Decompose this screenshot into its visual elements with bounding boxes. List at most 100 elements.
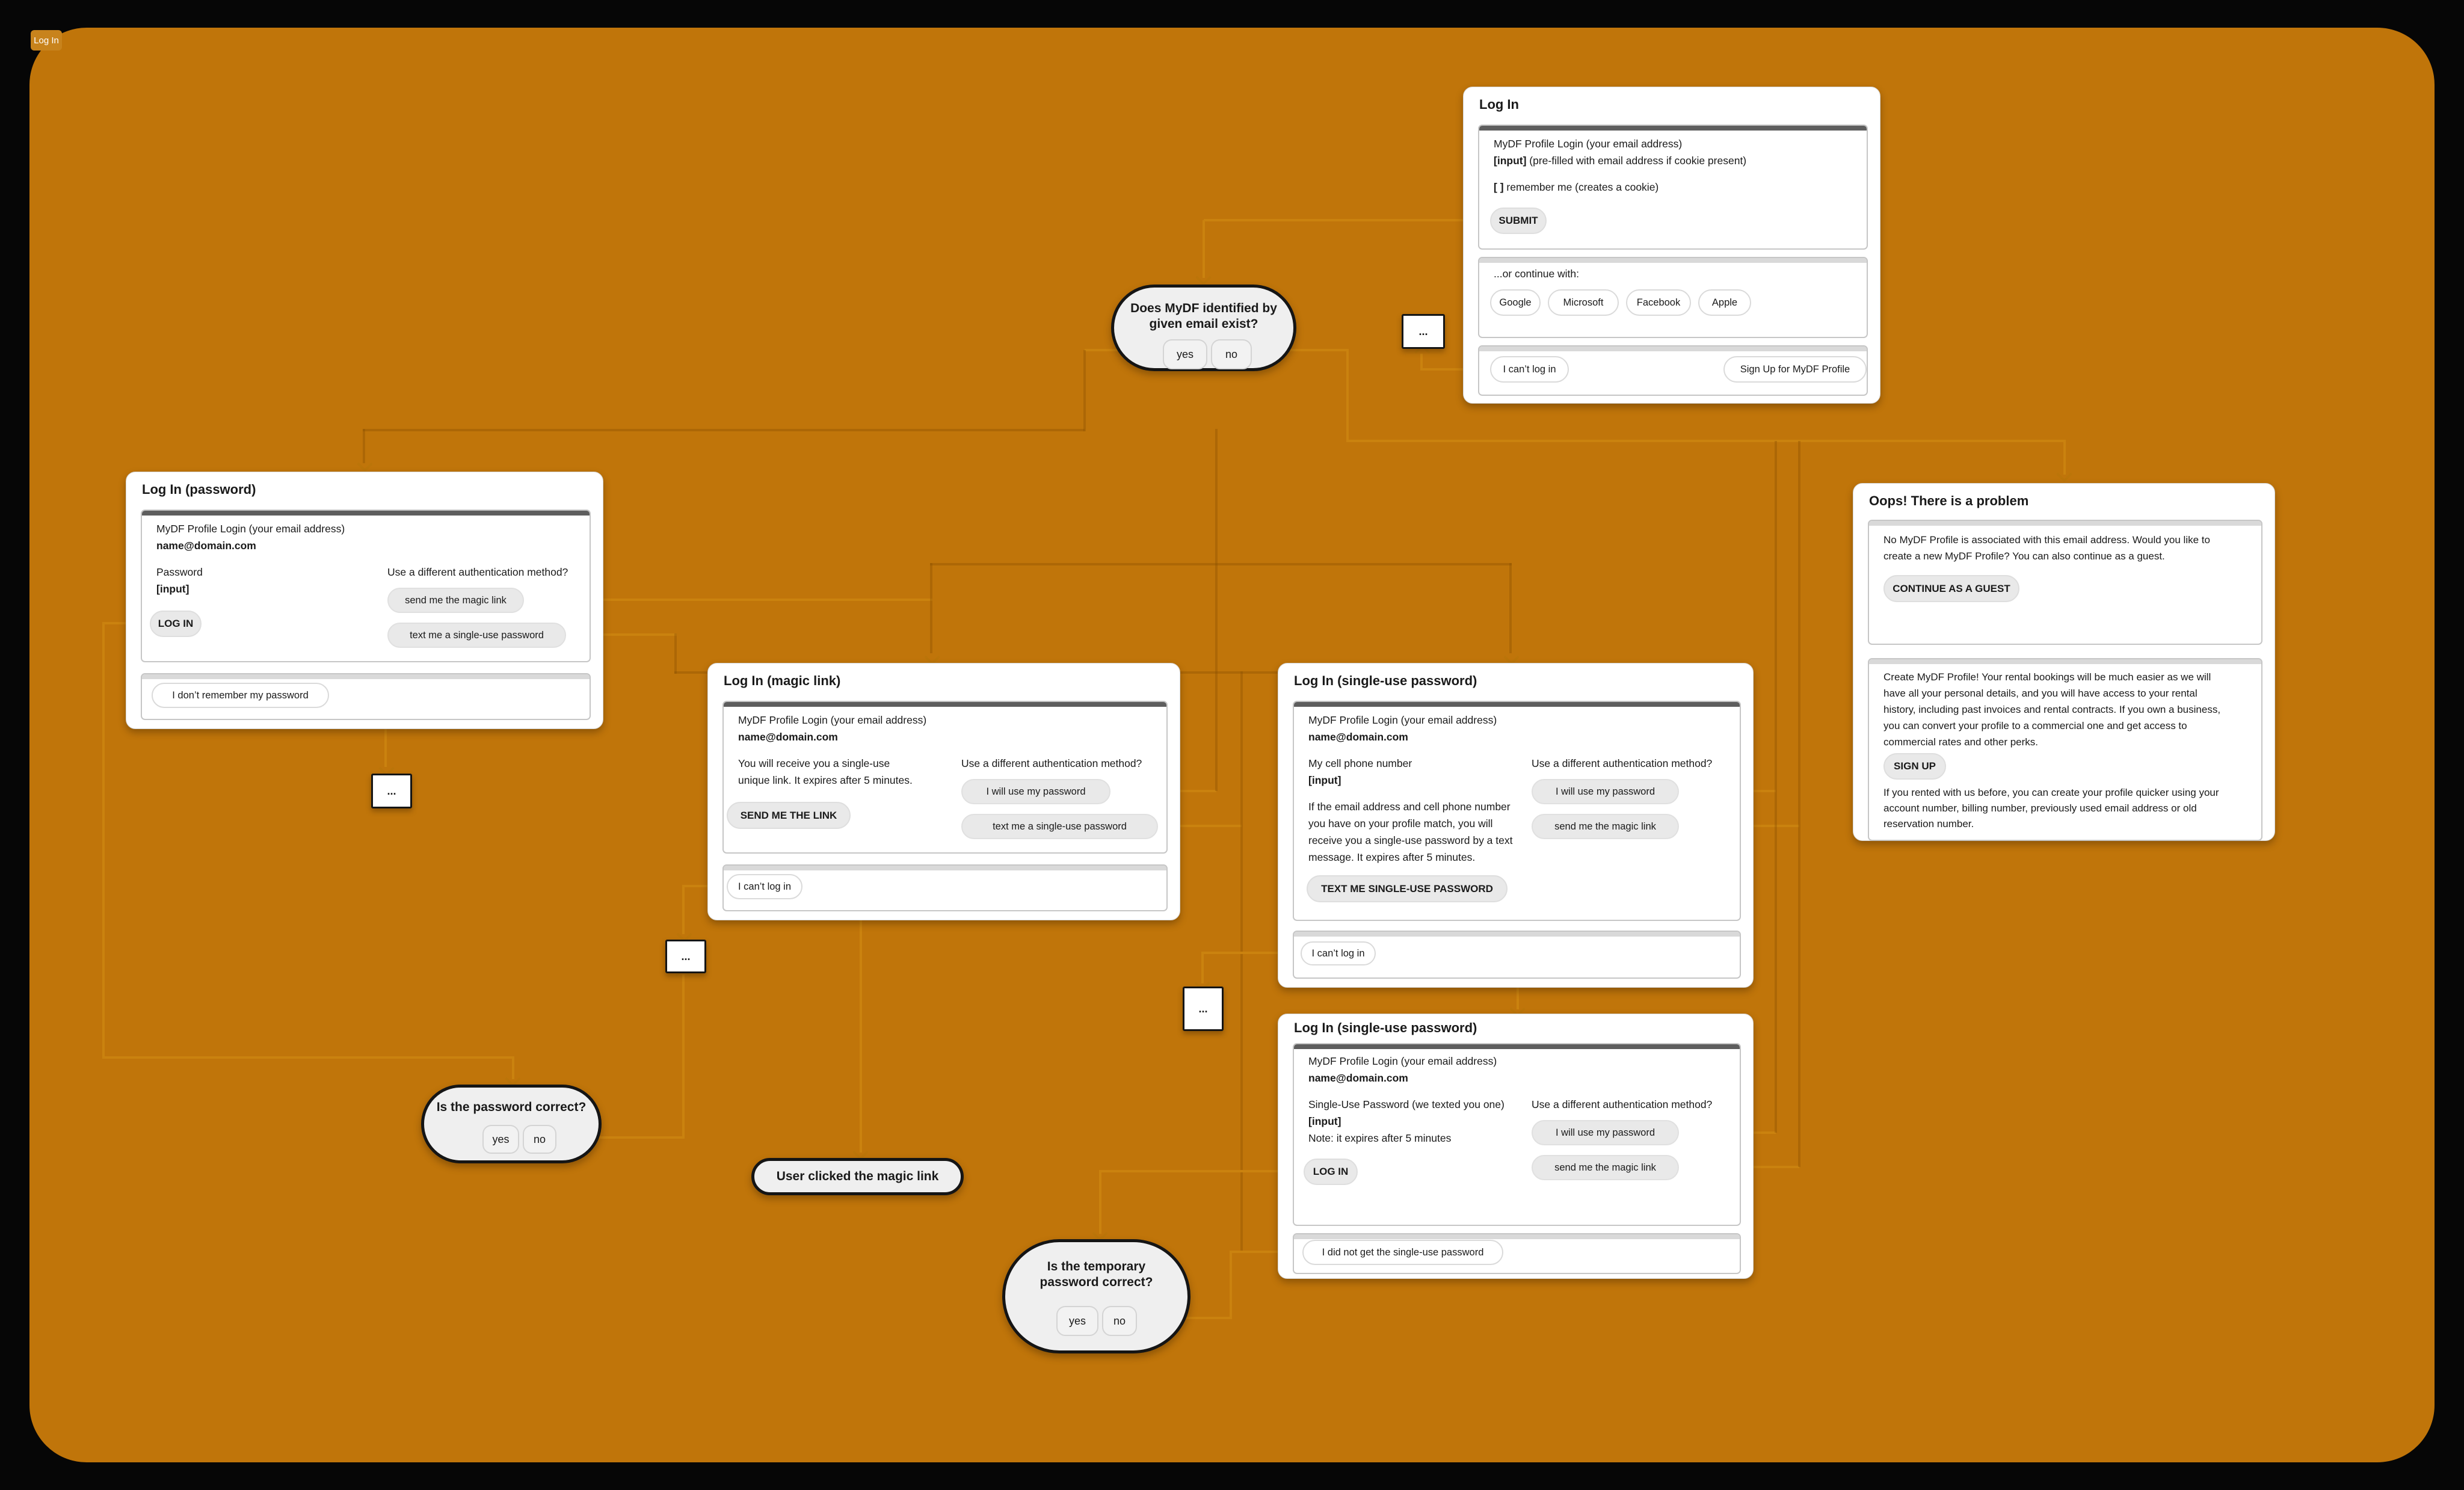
- signup-button[interactable]: SIGN UP: [1883, 753, 1946, 780]
- password-label: Password: [156, 566, 203, 578]
- connector-line: [534, 599, 932, 601]
- card-single-use-enter: Log In (single-use password) MyDF Profil…: [1278, 1014, 1754, 1279]
- cant-login-button[interactable]: I can’t log in: [1490, 356, 1569, 383]
- use-password-option-button[interactable]: I will use my password: [1532, 779, 1679, 804]
- ellipsis-node[interactable]: ...: [665, 940, 706, 973]
- decision-text: Does MyDF identified by: [1130, 301, 1277, 315]
- remember-me-checkbox[interactable]: [ ] remember me (creates a cookie): [1494, 181, 1659, 194]
- card-title: Log In (single-use password): [1294, 673, 1477, 688]
- email-value: name@domain.com: [738, 731, 838, 743]
- note-user-clicked-magic-link[interactable]: User clicked the magic link: [751, 1158, 964, 1195]
- input-note: (pre-filled with email address if cookie…: [1526, 155, 1747, 167]
- magic-link-option-button[interactable]: send me the magic link: [1532, 1155, 1679, 1180]
- connector-line: [1100, 1170, 1292, 1172]
- info-text: unique link. It expires after 5 minutes.: [738, 774, 913, 786]
- no-button[interactable]: no: [523, 1125, 556, 1154]
- connector-line: [384, 694, 387, 767]
- yes-button[interactable]: yes: [482, 1125, 519, 1154]
- connector-line: [1420, 354, 1423, 369]
- connector-line: [102, 1056, 513, 1059]
- decision-text: given email exist?: [1149, 317, 1258, 331]
- alt-method-label: Use a different authentication method?: [1532, 1098, 1713, 1110]
- facebook-button[interactable]: Facebook: [1626, 289, 1691, 316]
- magic-link-option-button[interactable]: send me the magic link: [387, 588, 524, 613]
- note-text: Note: it expires after 5 minutes: [1308, 1132, 1452, 1144]
- decision-text: password correct?: [1040, 1275, 1153, 1289]
- connector-line: [562, 1136, 683, 1139]
- forgot-password-button[interactable]: I don’t remember my password: [152, 683, 329, 708]
- connector-line: [1240, 671, 1243, 1253]
- ellipsis-node[interactable]: ...: [1402, 314, 1445, 349]
- yes-button[interactable]: yes: [1163, 339, 1207, 369]
- connector-line: [102, 622, 105, 1056]
- connector-line: [363, 429, 365, 463]
- didnt-get-password-button[interactable]: I did not get the single-use password: [1302, 1240, 1503, 1265]
- connector-line: [674, 633, 677, 674]
- paragraph: commercial rates and other perks.: [1883, 736, 2038, 748]
- card-magic-link: Log In (magic link) MyDF Profile Login (…: [707, 663, 1180, 920]
- sup-input[interactable]: [input]: [1308, 1115, 1341, 1127]
- send-link-button[interactable]: SEND ME THE LINK: [727, 802, 851, 829]
- email-label: MyDF Profile Login (your email address): [1308, 1055, 1497, 1067]
- ellipsis-node[interactable]: ...: [1183, 987, 1224, 1031]
- connector-line: [576, 633, 677, 636]
- yes-button[interactable]: yes: [1056, 1306, 1098, 1336]
- decision-email-exists[interactable]: Does MyDF identified by given email exis…: [1111, 285, 1296, 371]
- paragraph: history, including past invoices and ren…: [1883, 704, 2221, 715]
- email-label: MyDF Profile Login (your email address): [738, 714, 927, 726]
- paragraph: account number, billing number, previous…: [1883, 802, 2197, 814]
- single-use-option-button[interactable]: text me a single-use password: [961, 814, 1158, 839]
- sup-label: Single-Use Password (we texted you one): [1308, 1098, 1505, 1110]
- info-text: you have on your profile match, you will: [1308, 817, 1493, 830]
- cant-login-button[interactable]: I can’t log in: [1301, 941, 1376, 965]
- paragraph: If you rented with us before, you can cr…: [1883, 787, 2219, 798]
- cant-login-button[interactable]: I can’t log in: [727, 874, 802, 899]
- alt-method-label: Use a different authentication method?: [387, 566, 568, 578]
- card-password: Log In (password) MyDF Profile Login (yo…: [126, 472, 603, 729]
- connector-line: [1775, 441, 1777, 1133]
- continue-as-guest-button[interactable]: CONTINUE AS A GUEST: [1883, 575, 2019, 602]
- frame-label-tab[interactable]: Log In: [31, 30, 62, 51]
- submit-button[interactable]: SUBMIT: [1490, 208, 1547, 234]
- login-button[interactable]: LOG IN: [150, 611, 202, 637]
- text-me-password-button[interactable]: TEXT ME SINGLE-USE PASSWORD: [1307, 875, 1508, 902]
- connector-line: [1268, 349, 1348, 351]
- decision-temp-password-correct[interactable]: Is the temporary password correct? yes n…: [1002, 1239, 1190, 1353]
- card-single-use-request: Log In (single-use password) MyDF Profil…: [1278, 663, 1754, 988]
- no-button[interactable]: no: [1102, 1306, 1137, 1336]
- email-input[interactable]: [input] (pre-filled with email address i…: [1494, 155, 1746, 167]
- footer-section: [141, 673, 591, 720]
- email-value: name@domain.com: [156, 540, 256, 552]
- decision-password-correct[interactable]: Is the password correct? yes no: [421, 1085, 602, 1163]
- info-text: You will receive you a single-use: [738, 757, 890, 769]
- phone-input[interactable]: [input]: [1308, 774, 1341, 786]
- connector-line: [1203, 952, 1289, 954]
- paragraph: reservation number.: [1883, 818, 1974, 830]
- connector-line: [1509, 563, 1512, 653]
- microsoft-button[interactable]: Microsoft: [1548, 289, 1619, 316]
- use-password-option-button[interactable]: I will use my password: [961, 779, 1110, 804]
- connector-line: [1346, 440, 2066, 442]
- connector-line: [363, 429, 1085, 431]
- apple-button[interactable]: Apple: [1698, 289, 1751, 316]
- password-input[interactable]: [input]: [156, 583, 189, 595]
- card-title: Oops! There is a problem: [1869, 493, 2029, 508]
- signup-section: [1868, 658, 2262, 841]
- card-title: Log In (password): [142, 482, 256, 497]
- connector-line: [1099, 1170, 1101, 1234]
- connector-line: [1230, 1251, 1291, 1253]
- signup-button[interactable]: Sign Up for MyDF Profile: [1723, 356, 1867, 383]
- login-button[interactable]: LOG IN: [1304, 1159, 1358, 1185]
- google-button[interactable]: Google: [1490, 289, 1541, 316]
- connector-line: [682, 885, 685, 934]
- ellipsis-node[interactable]: ...: [371, 774, 412, 808]
- connector-line: [1346, 349, 1349, 442]
- magic-link-option-button[interactable]: send me the magic link: [1532, 814, 1679, 839]
- no-button[interactable]: no: [1211, 339, 1252, 369]
- single-use-option-button[interactable]: text me a single-use password: [387, 623, 566, 648]
- card-title: Log In: [1479, 97, 1519, 112]
- use-password-option-button[interactable]: I will use my password: [1532, 1120, 1679, 1145]
- connector-line: [1142, 1317, 1232, 1319]
- connector-line: [683, 885, 715, 887]
